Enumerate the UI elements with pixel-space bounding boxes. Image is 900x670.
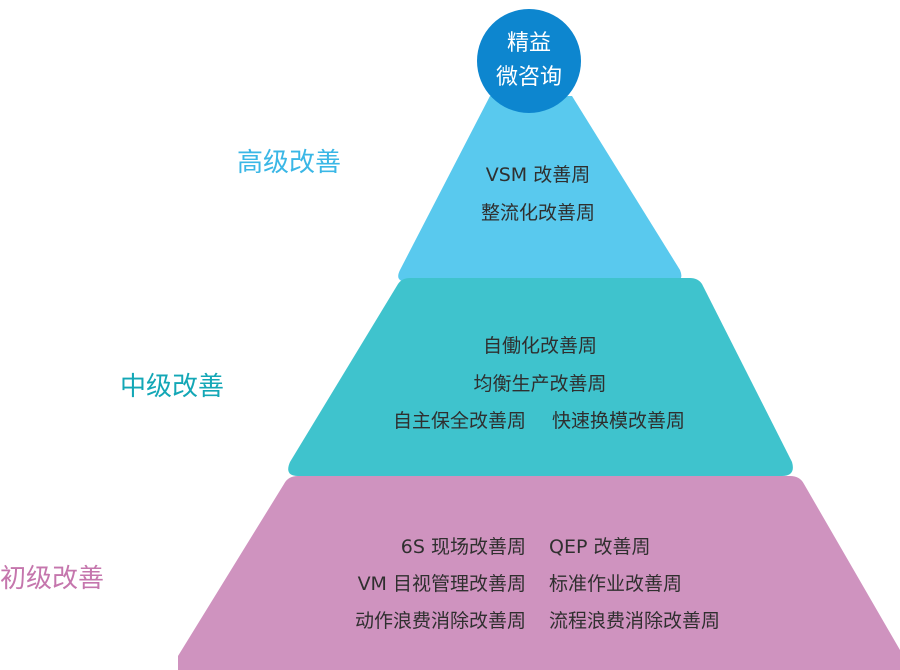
middle-item-jidoka: 自働化改善周	[482, 335, 597, 357]
middle-item-tpm: 自主保全改善周	[392, 410, 526, 432]
apex-line-2: 微咨询	[495, 65, 562, 90]
middle-item-leveling: 均衡生产改善周	[473, 373, 607, 395]
middle-item-smed: 快速换模改善周	[552, 410, 686, 432]
top-item-vsm: VSM 改善周	[485, 164, 591, 186]
bottom-item-process-waste: 流程浪费消除改善周	[549, 610, 721, 632]
apex-line-1: 精益	[506, 31, 551, 56]
bottom-item-standard-work: 标准作业改善周	[549, 573, 683, 595]
bottom-item-vm: VM 目视管理改善周	[357, 573, 526, 595]
bottom-item-qep: QEP 改善周	[549, 536, 651, 558]
apex-circle: 精益 微咨询	[477, 9, 581, 113]
pyramid-tier-middle	[288, 278, 793, 476]
level-label-intermediate: 中级改善	[120, 372, 225, 402]
bottom-item-motion-waste: 动作浪费消除改善周	[354, 610, 526, 632]
pyramid-tier-bottom	[178, 476, 900, 670]
bottom-item-6s: 6S 现场改善周	[400, 536, 526, 558]
level-label-advanced: 高级改善	[237, 148, 342, 178]
level-label-basic: 初级改善	[0, 564, 105, 594]
pyramid-tier-top	[398, 96, 682, 282]
top-item-flow: 整流化改善周	[480, 202, 595, 224]
